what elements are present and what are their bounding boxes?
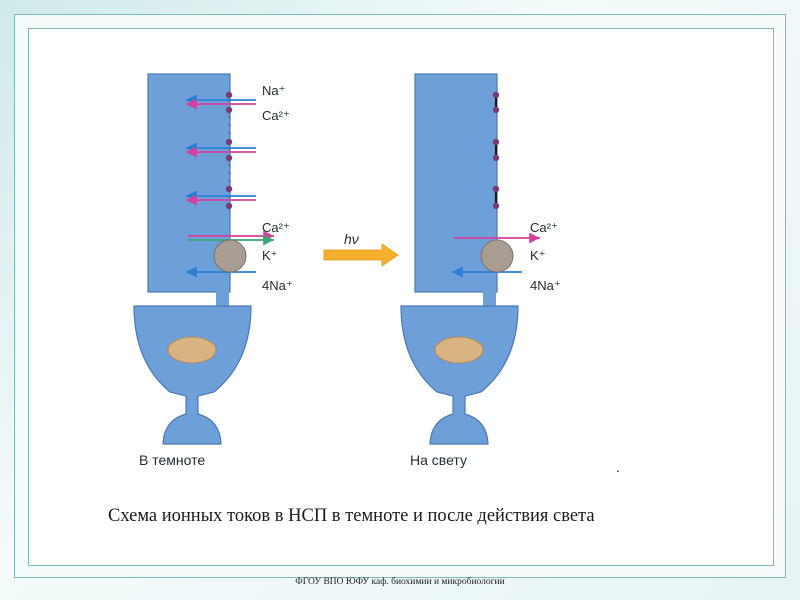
exchanger-pump-dark: [214, 240, 246, 272]
label-k-dark: K⁺: [262, 248, 278, 263]
inner-segment-dark: [134, 306, 251, 444]
stray-dot: .: [616, 459, 620, 475]
caption-dark-state: В темноте: [139, 452, 205, 468]
photoreceptor-light: Ca²⁺ K⁺ 4Na⁺ На свету: [401, 74, 561, 468]
label-ca-light: Ca²⁺: [530, 220, 558, 235]
channel-dot: [226, 92, 232, 98]
channel-dot: [226, 107, 232, 113]
inner-segment-light: [401, 306, 518, 444]
channel-dot: [226, 139, 232, 145]
label-na4-dark: 4Na⁺: [262, 278, 293, 293]
label-na4-light: 4Na⁺: [530, 278, 561, 293]
diagram-figure: Na⁺ Ca²⁺ Ca²⁺ K⁺ 4Na⁺ В темноте hν: [106, 62, 712, 542]
nucleus-light: [435, 337, 483, 363]
label-hv: hν: [344, 231, 359, 247]
channel-dot: [493, 155, 499, 161]
figure-caption: Схема ионных токов в НСП в темноте и пос…: [106, 506, 714, 527]
light-arrow: [324, 244, 398, 266]
channel-dot: [226, 203, 232, 209]
nucleus-dark: [168, 337, 216, 363]
channel-dot: [493, 92, 499, 98]
caption-light-state: На свету: [410, 452, 467, 468]
slide-footer: ФГОУ ВПО ЮФУ каф. биохимии и микробиолог…: [0, 577, 800, 587]
exchanger-pump-light: [481, 240, 513, 272]
light-stimulus: hν: [324, 231, 398, 266]
diagram-svg: Na⁺ Ca²⁺ Ca²⁺ K⁺ 4Na⁺ В темноте hν: [106, 62, 712, 542]
channel-dot: [493, 107, 499, 113]
channel-dot: [226, 155, 232, 161]
channel-dot: [493, 186, 499, 192]
label-ca-top: Ca²⁺: [262, 108, 290, 123]
channel-dot: [226, 186, 232, 192]
label-k-light: K⁺: [530, 248, 546, 263]
photoreceptor-dark: Na⁺ Ca²⁺ Ca²⁺ K⁺ 4Na⁺ В темноте: [134, 74, 293, 468]
channel-dot: [493, 139, 499, 145]
channel-dot: [493, 203, 499, 209]
label-ca-dark: Ca²⁺: [262, 220, 290, 235]
label-na: Na⁺: [262, 83, 285, 98]
